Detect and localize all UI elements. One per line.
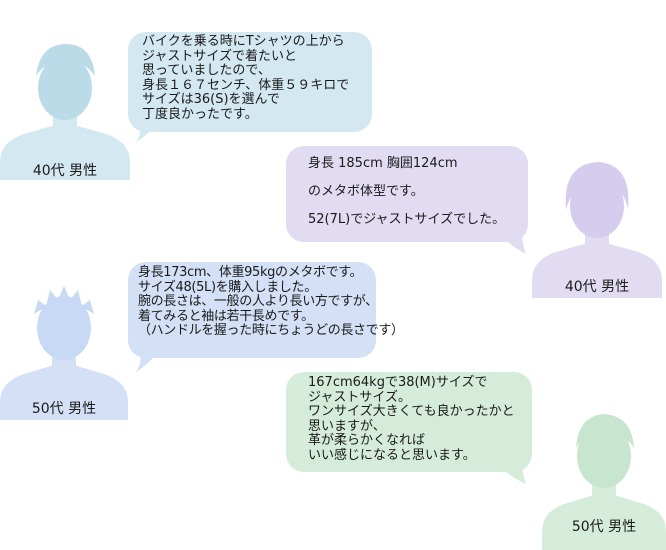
male-silhouette-icon: [0, 44, 130, 180]
review-bubble-2: 身長 185cm 胸囲124cm のメタボ体型です。 52(7L)でジャストサイ…: [286, 146, 528, 242]
review-text-line: ジャストサイズ。: [308, 389, 411, 405]
review-text-line: 身長 185cm 胸囲124cm: [308, 156, 458, 171]
review-text-line: 167cm64kgで38(M)サイズで: [308, 375, 488, 390]
review-bubble-3: 身長173cm、体重95kgのメタボです。 サイズ48(5L)を購入しました。 …: [128, 262, 404, 358]
review-text-line: 腕の長さは、一般の人より長い方ですが、: [138, 294, 378, 310]
review-text-line: のメタボ体型です。: [308, 184, 424, 199]
review-text-line: バイクを乗る時にTシャツの上から: [142, 34, 345, 49]
male-silhouette-icon: [532, 162, 662, 298]
reviewer-label: 50代 男性: [31, 401, 97, 417]
review-text-line: 身長１６７センチ、体重５９キロで: [142, 77, 350, 93]
reviewer-panel-1: 40代 男性: [0, 30, 130, 180]
review-text-line: 思っていましたので、: [142, 63, 271, 79]
male-silhouette-icon: [0, 286, 128, 420]
review-text-line: 着てみると袖は若干長めです。: [138, 308, 314, 324]
review-bubble-4: 167cm64kgで38(M)サイズで ジャストサイズ。 ワンサイズ大きくても良…: [286, 372, 532, 472]
review-text-line: 思いますが、: [308, 418, 386, 434]
review-text-line: （ハンドルを握った時にちょうどの長さです）: [138, 323, 404, 339]
review-text-line: ジャストサイズで着たいと: [142, 48, 297, 64]
review-text-line: いい感じになると思います。: [308, 447, 476, 463]
reviewer-panel-3: 50代 男性: [0, 270, 128, 420]
review-text-line: 身長173cm、体重95kgのメタボです。: [138, 265, 363, 280]
review-text-line: 52(7L)でジャストサイズでした。: [308, 212, 506, 227]
review-bubble-1: バイクを乗る時にTシャツの上から ジャストサイズで着たいと 思っていましたので、…: [128, 32, 372, 132]
review-text-line: サイズは36(S)を選んで: [142, 92, 280, 108]
reviewer-label: 40代 男性: [32, 163, 98, 179]
reviewer-label: 50代 男性: [571, 519, 637, 535]
review-text-line: サイズ48(5L)を購入しました。: [138, 279, 317, 295]
reviewer-panel-4: 50代 男性: [542, 400, 666, 550]
reviewer-label: 40代 男性: [564, 279, 630, 295]
reviewer-panel-2: 40代 男性: [532, 148, 662, 298]
review-text-line: ワンサイズ大きくても良かったかと: [308, 404, 515, 420]
review-text-line: 丁度良かったです。: [142, 106, 258, 122]
review-text-line: 革が柔らかくなれば: [308, 433, 426, 449]
male-silhouette-icon: [542, 414, 666, 550]
